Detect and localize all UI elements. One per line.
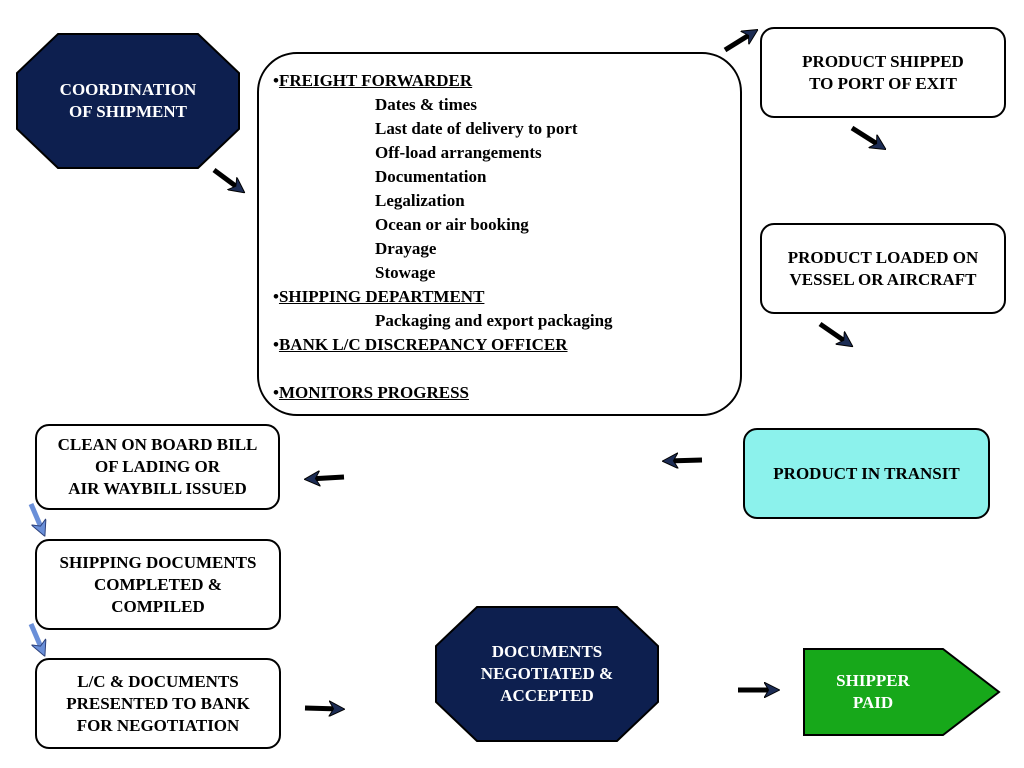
shipping-documents-label: SHIPPING DOCUMENTS COMPLETED & COMPILED [37,541,279,628]
bill-of-lading-label: CLEAN ON BOARD BILL OF LADING OR AIR WAY… [37,426,278,508]
coordination-of-shipment-node: COORDINATION OF SHIPMENT [16,33,240,169]
list-item: Off-load arrangements [375,143,542,162]
arrow-loaded-to-transit [818,321,849,344]
product-loaded-line-1: PRODUCT LOADED ON [787,247,979,267]
monitors-progress-heading: •MONITORS PROGRESS [273,383,469,403]
list-item: Stowage [375,263,436,282]
bank-officer-heading: •BANK L/C DISCREPANCY OFFICER [273,335,568,355]
product-shipped-label: PRODUCT SHIPPED TO PORT OF EXIT [762,29,1004,116]
shipper-paid-node: SHIPPER PAID [803,648,1001,736]
shipper-paid-pentagon-shape [803,648,1001,736]
monitors-progress-title: MONITORS PROGRESS [278,383,469,402]
shipper-paid-line-1: SHIPPER [836,671,910,690]
documents-negotiated-label: DOCUMENTS NEGOTIATED & ACCEPTED [435,606,659,742]
list-item: Ocean or air booking [375,215,529,234]
documents-negotiated-line-2: NEGOTIATED & [480,664,614,683]
bullet: • [273,335,279,354]
shipper-paid-label: SHIPPER PAID [803,648,943,736]
list-item: Legalization [375,191,465,210]
shipper-paid-line-2: PAID [852,693,894,712]
shipping-documents-node: SHIPPING DOCUMENTS COMPLETED & COMPILED [35,539,281,630]
product-in-transit-label: PRODUCT IN TRANSIT [745,430,988,517]
bullet: • [273,383,279,402]
shipping-department-heading: •SHIPPING DEPARTMENT [273,287,484,307]
lc-documents-label: L/C & DOCUMENTS PRESENTED TO BANK FOR NE… [37,660,279,747]
arrow-bill-to-shipping-docs [28,503,43,532]
shipping-documents-line-2: COMPLETED & [94,574,222,594]
documents-negotiated-node: DOCUMENTS NEGOTIATED & ACCEPTED [435,606,659,742]
product-shipped-node: PRODUCT SHIPPED TO PORT OF EXIT [760,27,1006,118]
documents-negotiated-octagon-shape [435,606,659,742]
product-loaded-line-2: VESSEL OR AIRCRAFT [789,269,977,289]
list-item: Last date of delivery to port [375,119,578,138]
coordination-octagon-shape [16,33,240,169]
coordination-line-1: COORDINATION [59,80,197,99]
bill-of-lading-node: CLEAN ON BOARD BILL OF LADING OR AIR WAY… [35,424,280,510]
bullet: • [273,71,279,90]
documents-negotiated-line-1: DOCUMENTS [491,642,603,661]
freight-forwarder-title: FREIGHT FORWARDER [278,71,473,90]
lc-documents-line-1: L/C & DOCUMENTS [77,671,239,691]
bill-of-lading-line-3: AIR WAYBILL ISSUED [68,479,247,498]
shipping-documents-line-3: COMPILED [111,596,205,616]
coordination-line-2: OF SHIPMENT [69,102,187,121]
product-shipped-line-2: TO PORT OF EXIT [809,73,957,93]
list-item: Drayage [375,239,437,258]
arrow-transit-to-panel [667,460,703,461]
product-in-transit-node: PRODUCT IN TRANSIT [743,428,990,519]
documents-negotiated-line-3: ACCEPTED [500,686,594,705]
product-shipped-line-1: PRODUCT SHIPPED [802,51,964,71]
product-loaded-label: PRODUCT LOADED ON VESSEL OR AIRCRAFT [762,225,1004,312]
lc-documents-node: L/C & DOCUMENTS PRESENTED TO BANK FOR NE… [35,658,281,749]
list-item: Dates & times [375,95,477,114]
coordination-label: COORDINATION OF SHIPMENT [16,33,240,169]
arrow-lc-to-negotiated [304,708,340,709]
lc-documents-line-2: PRESENTED TO BANK [66,693,250,713]
product-loaded-node: PRODUCT LOADED ON VESSEL OR AIRCRAFT [760,223,1006,314]
list-item: Packaging and export packaging [375,311,613,330]
arrow-coordination-to-panel [212,167,241,190]
arrow-shipping-docs-to-lc [28,623,43,652]
freight-forwarder-heading: •FREIGHT FORWARDER [273,71,472,91]
bank-officer-title: BANK L/C DISCREPANCY OFFICER [278,335,568,354]
list-item: Documentation [375,167,487,186]
bullet: • [273,287,279,306]
freight-forwarder-panel: •FREIGHT FORWARDER Dates & times Last da… [257,52,742,416]
bill-of-lading-line-1: CLEAN ON BOARD BILL [57,435,258,454]
lc-documents-line-3: FOR NEGOTIATION [76,715,240,735]
shipping-department-title: SHIPPING DEPARTMENT [278,287,485,306]
arrow-to-bill-of-lading [309,477,345,479]
shipping-documents-line-1: SHIPPING DOCUMENTS [59,552,257,572]
bill-of-lading-line-2: OF LADING OR [95,457,220,476]
product-in-transit-line-1: PRODUCT IN TRANSIT [773,463,960,483]
arrow-shipped-to-loaded [850,125,882,147]
arrow-panel-to-shipped [723,32,754,53]
